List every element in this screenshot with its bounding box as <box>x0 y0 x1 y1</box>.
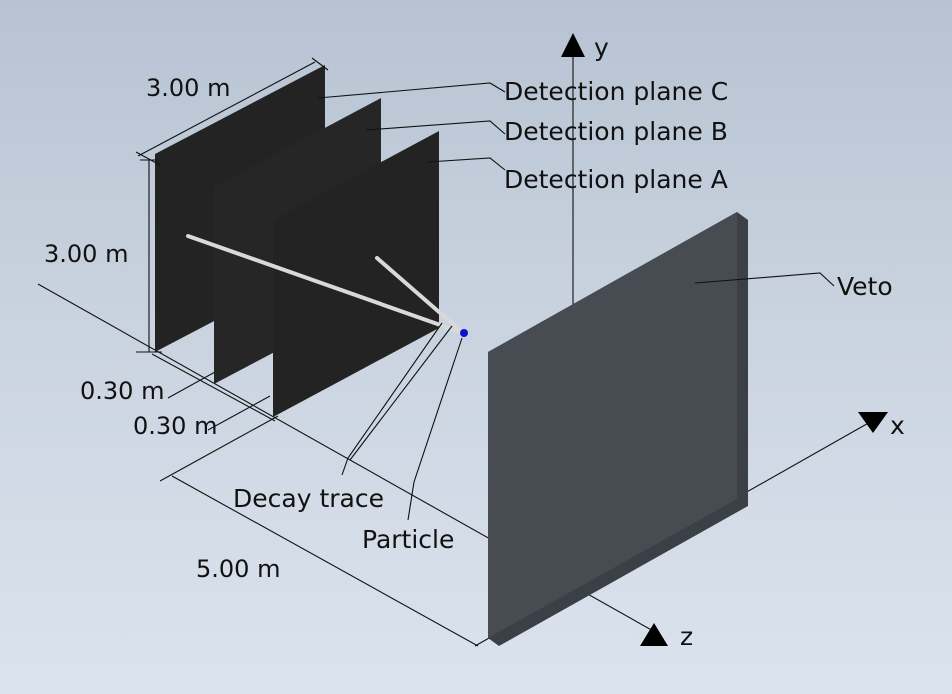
plane-height-dimension <box>136 159 162 353</box>
decay-trace-2 <box>375 256 464 334</box>
x-axis-arrow-icon <box>858 412 888 433</box>
leader-plane-c <box>317 82 506 99</box>
dim-gap-2: 0.30 m <box>133 412 217 440</box>
leader-plane-a <box>427 157 506 171</box>
y-axis-arrow-icon <box>561 33 585 57</box>
leader-decay-1 <box>341 322 443 476</box>
y-axis-label: y <box>594 33 609 62</box>
dim-plane-width: 3.00 m <box>146 74 230 102</box>
dim-distance: 5.00 m <box>196 555 280 583</box>
dim-tick-gap-1 <box>167 371 216 399</box>
plane-width-dimension <box>135 57 329 166</box>
width-dim-tick-right <box>311 57 329 71</box>
z-axis-arrow-icon <box>640 623 668 646</box>
dim-extension-near <box>159 415 279 482</box>
leader-lines <box>317 82 835 521</box>
particle-dot <box>460 329 468 337</box>
leader-veto <box>694 272 835 287</box>
width-dim-line <box>137 61 316 157</box>
detection-plane-a <box>273 131 439 417</box>
leader-decay-2 <box>349 325 453 461</box>
dim-line-gaps <box>151 353 276 422</box>
label-decay-trace: Decay trace <box>233 484 384 513</box>
leader-plane-b <box>365 120 506 135</box>
label-plane-c: Detection plane C <box>504 77 728 106</box>
decay-traces <box>186 234 468 337</box>
label-particle: Particle <box>362 525 454 554</box>
veto-slab <box>488 212 748 646</box>
detection-planes <box>155 65 439 417</box>
label-plane-b: Detection plane B <box>504 117 728 146</box>
dim-plane-height: 3.00 m <box>44 240 128 268</box>
veto-face <box>488 212 737 638</box>
width-dim-tick-left <box>135 151 161 166</box>
dim-tick-gap-2 <box>207 395 271 431</box>
x-axis-label: x <box>890 411 905 440</box>
z-axis-label: z <box>680 622 693 651</box>
label-plane-a: Detection plane A <box>504 165 728 194</box>
dim-gap-1: 0.30 m <box>80 377 164 405</box>
dim-line-distance <box>171 475 479 647</box>
leader-particle <box>407 337 463 521</box>
label-veto: Veto <box>837 272 893 301</box>
decay-trace-1 <box>186 234 465 335</box>
